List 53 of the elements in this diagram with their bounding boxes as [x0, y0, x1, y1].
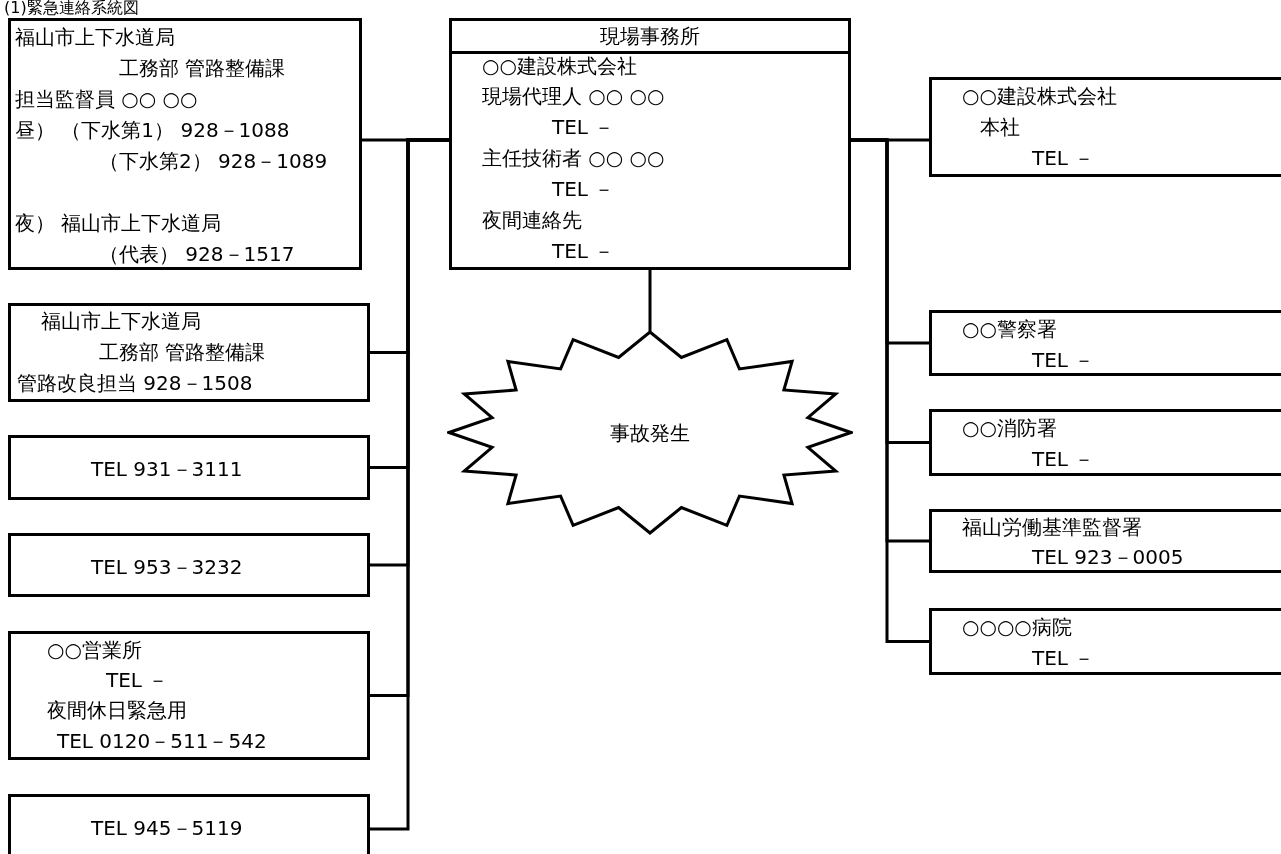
contact-text: ○○警察署: [962, 317, 1057, 341]
contact-text: TEL 923－0005: [1032, 545, 1184, 569]
contact-text: TEL －: [1032, 646, 1095, 670]
contact-text: TEL －: [552, 115, 615, 139]
office-box: [449, 18, 851, 270]
contact-box: [8, 794, 370, 854]
contact-box: [8, 303, 370, 402]
contact-text: 福山市上下水道局: [15, 25, 175, 49]
contact-text: 本社: [980, 115, 1020, 139]
contact-text: （下水第2） 928－1089: [99, 149, 328, 173]
contact-text: 工務部 管路整備課: [119, 56, 286, 80]
header-label: 現場事務所: [452, 21, 848, 54]
contact-text: 現場代理人 ○○ ○○: [482, 84, 665, 108]
contact-text: 工務部 管路整備課: [99, 340, 266, 364]
contact-box: [8, 18, 362, 270]
contact-text: 担当監督員 ○○ ○○: [15, 87, 198, 111]
contact-text: TEL －: [1032, 447, 1095, 471]
contact-text: 福山市上下水道局: [41, 309, 201, 333]
contact-text: 管路改良担当 928－1508: [17, 371, 253, 395]
contact-box: [929, 509, 1281, 573]
contact-box: [929, 310, 1281, 376]
contact-text: TEL －: [106, 668, 169, 692]
contact-text: TEL 945－5119: [91, 816, 243, 840]
contact-text: TEL 953－3232: [91, 555, 243, 579]
connector-line: [648, 270, 652, 331]
contact-text: ○○消防署: [962, 416, 1057, 440]
contact-text: TEL －: [552, 239, 615, 263]
contact-text: 夜） 福山市上下水道局: [15, 211, 222, 235]
contact-text: ○○営業所: [47, 638, 142, 662]
contact-text: TEL －: [1032, 146, 1095, 170]
contact-text: ○○建設株式会社: [962, 84, 1117, 108]
contact-text: ○○建設株式会社: [482, 54, 637, 78]
contact-box: [929, 77, 1281, 177]
contact-text: 昼） （下水第1） 928－1088: [15, 118, 290, 142]
contact-box: [8, 631, 370, 760]
contact-box: [8, 435, 370, 500]
contact-text: TEL 931－3111: [91, 457, 243, 481]
diagram-title: (1)緊急連絡系統図: [4, 0, 139, 17]
contact-text: TEL －: [552, 177, 615, 201]
contact-box: [8, 533, 370, 597]
contact-text: 夜間休日緊急用: [47, 698, 187, 722]
contact-text: 福山労働基準監督署: [962, 515, 1142, 539]
connector-line: [851, 138, 929, 643]
starburst: [447, 330, 853, 535]
contact-box: [929, 409, 1281, 476]
contact-text: 主任技術者 ○○ ○○: [482, 146, 665, 170]
contact-text: TEL 0120－511－542: [57, 729, 267, 753]
contact-text: 夜間連絡先: [482, 208, 582, 232]
contact-text: ○○○○病院: [962, 615, 1072, 639]
contact-text: TEL －: [1032, 348, 1095, 372]
starburst-text: 事故発生: [609, 420, 691, 445]
contact-box: [929, 608, 1281, 675]
contact-text: （代表） 928－1517: [99, 242, 295, 266]
